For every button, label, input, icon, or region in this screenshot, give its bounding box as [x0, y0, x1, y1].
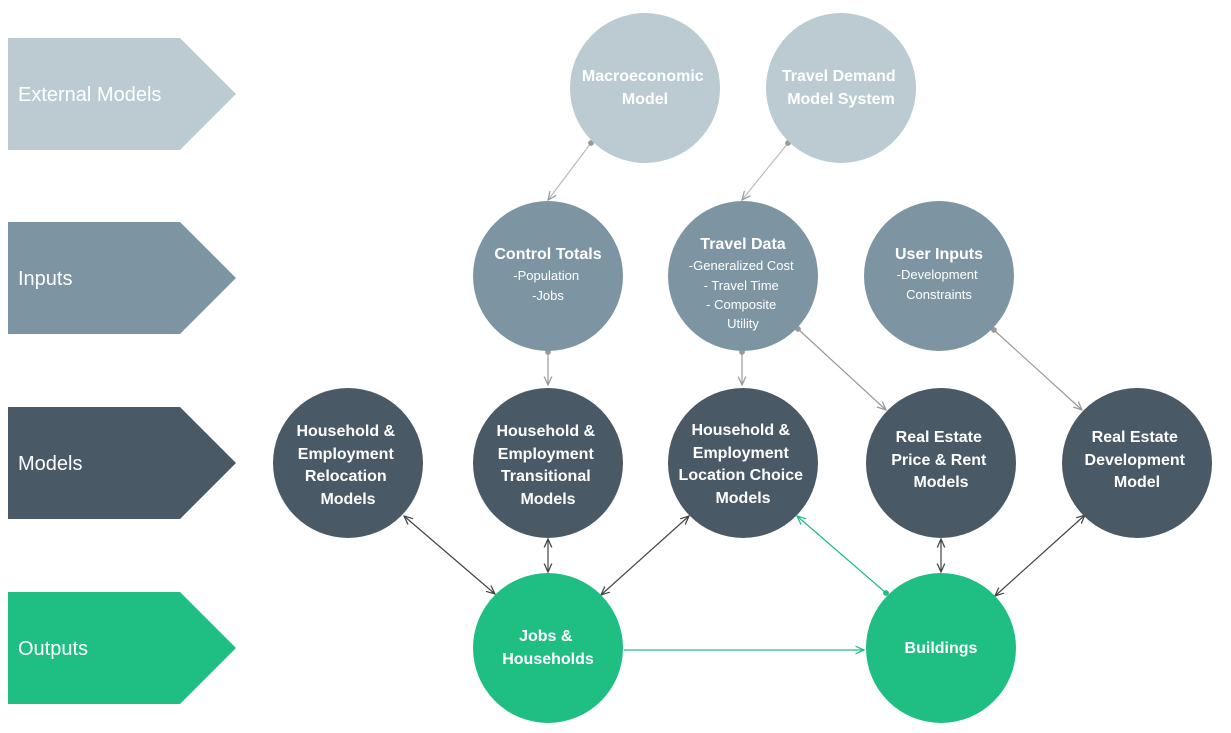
svg-text:Macroeconomic Model: Macroeconomic Model	[582, 68, 708, 108]
band-models: Models	[8, 407, 236, 519]
node-location-choice-models-line: Household &	[691, 422, 790, 439]
node-location-choice-models-line: Models	[715, 490, 770, 507]
connector-traveldata-to-price	[798, 329, 886, 410]
node-macroeconomic-model: Macroeconomic Model	[570, 13, 720, 163]
svg-text:Travel Demand Model Syst: Travel Demand Model System	[782, 68, 900, 108]
node-price-rent-models: Real Estate Price & Rent Models	[866, 388, 1016, 538]
node-transitional-models-line: Household &	[496, 423, 595, 440]
node-location-choice-models-line: Location Choice	[679, 467, 804, 484]
svg-text:Buildings: Buildings	[905, 640, 978, 657]
band-external-label: External Models	[18, 84, 161, 106]
node-travel-data-detail: -Generalized Cost	[689, 258, 794, 273]
svg-text:Control Totals: Control Totals	[494, 246, 601, 263]
node-price-rent-models-line: Models	[913, 474, 968, 491]
node-travel-demand-model: Travel Demand Model System	[766, 13, 916, 163]
node-relocation-models-line: Models	[320, 491, 375, 508]
node-transitional-models: Household & Employment Transitional Mode…	[473, 388, 623, 538]
band-external: External Models	[8, 38, 236, 150]
node-user-inputs: User Inputs -Development Constraints	[864, 201, 1014, 351]
svg-text:Real Estate Price & Rent: Real Estate Price & Rent Models	[891, 429, 991, 491]
node-development-model: Real Estate Development Model	[1062, 388, 1212, 538]
band-outputs-label: Outputs	[18, 638, 88, 660]
node-transitional-models-line: Models	[520, 491, 575, 508]
node-relocation-models: Household & Employment Relocation Models	[273, 388, 423, 538]
svg-text:Household & Employment: Household & Employment Transitional Mode…	[496, 423, 599, 508]
node-control-totals-title: Control Totals	[494, 246, 601, 263]
node-relocation-models-circle	[273, 388, 423, 538]
connector-relocation-jobs	[404, 516, 495, 594]
node-transitional-models-circle	[473, 388, 623, 538]
node-control-totals-detail: -Population	[513, 268, 579, 283]
svg-text:Household & Employment: Household & Employment Relocation Models	[296, 423, 399, 508]
node-travel-data-detail: - Composite	[706, 297, 776, 312]
node-control-totals-circle	[473, 201, 623, 351]
connector-traveldemand-to-traveldata	[742, 143, 788, 200]
svg-text:Travel Data: Travel Data	[700, 236, 785, 253]
node-location-choice-models-circle	[668, 388, 818, 538]
node-travel-data-detail: Utility	[727, 316, 759, 331]
node-user-inputs-detail: -Development	[897, 267, 978, 282]
node-relocation-models-line: Household &	[296, 423, 395, 440]
connector-buildings-to-location	[797, 516, 886, 593]
node-relocation-models-line: Relocation	[305, 468, 387, 485]
node-buildings: Buildings	[866, 573, 1016, 723]
node-control-totals: Control Totals -Population -Jobs	[473, 201, 623, 351]
node-development-model-line: Model	[1114, 474, 1160, 491]
node-transitional-models-line: Transitional	[501, 468, 591, 485]
svg-text:User Inputs: User Inputs	[895, 246, 983, 263]
band-models-shape	[8, 407, 236, 519]
band-inputs-label: Inputs	[18, 268, 72, 290]
connector-userinputs-to-development	[994, 330, 1082, 410]
band-models-label: Models	[18, 453, 82, 475]
node-development-model-line: Development	[1085, 452, 1186, 469]
node-macroeconomic-model-line: Macroeconomic	[582, 68, 704, 85]
node-travel-data-title: Travel Data	[700, 236, 785, 253]
svg-text:Real Estate Development: Real Estate Development Model	[1085, 429, 1190, 491]
node-jobs-households-line: Jobs &	[519, 628, 573, 645]
node-jobs-households-line: Households	[502, 651, 594, 668]
node-location-choice-models-line: Employment	[693, 445, 790, 462]
svg-text:Household & Employment: Household & Employment Location Choice M…	[679, 422, 808, 507]
band-inputs: Inputs	[8, 222, 236, 334]
node-user-inputs-circle	[864, 201, 1014, 351]
node-travel-data-detail: - Travel Time	[704, 278, 779, 293]
node-travel-data-circle	[668, 201, 818, 351]
node-user-inputs-detail: Constraints	[906, 287, 972, 302]
node-development-model-circle	[1062, 388, 1212, 538]
node-price-rent-models-line: Real Estate	[896, 429, 982, 446]
node-travel-demand-model-circle	[766, 13, 916, 163]
node-location-choice-models: Household & Employment Location Choice M…	[668, 388, 818, 538]
node-macroeconomic-model-line: Model	[622, 91, 668, 108]
band-outputs: Outputs	[8, 592, 236, 704]
connector-macro-to-control	[548, 143, 591, 200]
node-relocation-models-line: Employment	[298, 446, 395, 463]
node-jobs-households: Jobs & Households	[473, 573, 623, 723]
svg-text:-Development Constraints: -Development Constraints	[897, 267, 982, 302]
band-inputs-shape	[8, 222, 236, 334]
node-user-inputs-title: User Inputs	[895, 246, 983, 263]
svg-text:-Generalized Cost - Trav: -Generalized Cost - Travel Time - Compos…	[689, 258, 797, 331]
band-external-shape	[8, 38, 236, 150]
node-travel-data: Travel Data -Generalized Cost - Travel T…	[668, 201, 818, 351]
node-price-rent-models-line: Price & Rent	[891, 452, 987, 469]
node-price-rent-models-circle	[866, 388, 1016, 538]
connectors	[404, 143, 1085, 650]
node-buildings-circle	[866, 573, 1016, 723]
node-transitional-models-line: Employment	[498, 446, 595, 463]
node-development-model-line: Real Estate	[1092, 429, 1178, 446]
svg-text:-Population -Jobs: -Population -Jobs	[513, 268, 582, 303]
node-macroeconomic-model-circle	[570, 13, 720, 163]
band-outputs-shape	[8, 592, 236, 704]
svg-text:Jobs & Households: Jobs & Households	[502, 628, 594, 668]
node-travel-demand-model-line: Travel Demand	[782, 68, 896, 85]
node-control-totals-detail: -Jobs	[532, 288, 564, 303]
node-buildings-line: Buildings	[905, 640, 978, 657]
connector-location-jobs	[601, 516, 689, 595]
node-travel-demand-model-line: Model System	[787, 91, 895, 108]
connector-development-buildings	[995, 515, 1085, 596]
node-jobs-households-circle	[473, 573, 623, 723]
